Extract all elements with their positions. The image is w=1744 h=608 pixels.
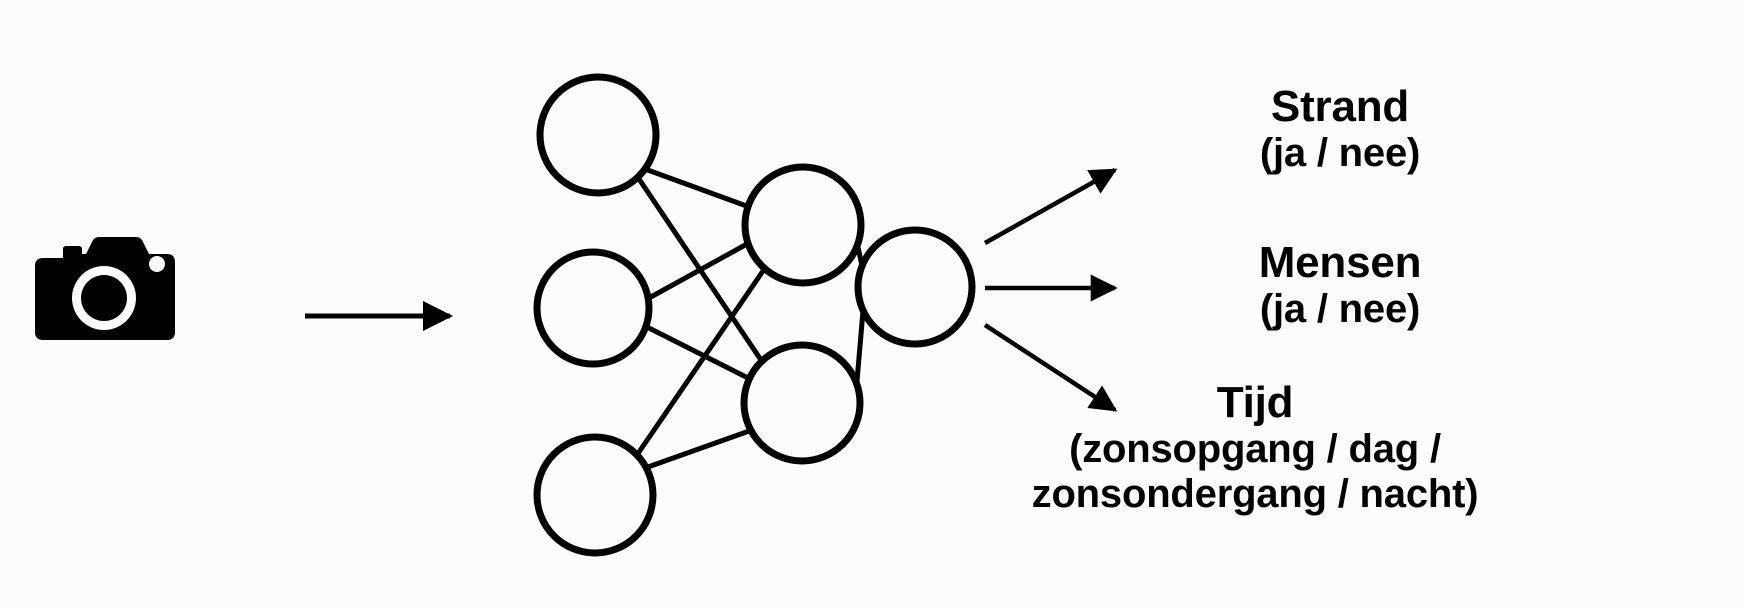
output-label-mensen-options: (ja / nee) (1259, 287, 1421, 332)
output-arrow-strand (983, 168, 1118, 245)
hidden-node-1[interactable] (741, 163, 865, 287)
camera-icon (35, 237, 175, 340)
output-label-strand: Strand (ja / nee) (1150, 82, 1530, 176)
output-arrows (983, 168, 1118, 412)
output-label-strand-options: (ja / nee) (1259, 131, 1421, 176)
output-arrow-tijd (983, 323, 1118, 412)
output-label-strand-title: Strand (1270, 82, 1410, 131)
input-layer (533, 73, 660, 557)
hidden-node-2[interactable] (740, 341, 864, 465)
output-label-tijd-options-line1: (zonsopgang / dag / (1069, 427, 1441, 472)
output-node-1[interactable] (854, 226, 976, 348)
output-label-tijd-title: Tijd (1216, 378, 1294, 427)
input-node-3[interactable] (533, 433, 657, 557)
edge-in1-h1 (642, 166, 755, 211)
output-label-mensen-title: Mensen (1258, 238, 1422, 287)
input-node-2[interactable] (533, 248, 653, 368)
edge-in3-h2 (645, 427, 755, 470)
edge-in2-h2 (644, 324, 751, 381)
edge-in3-h1 (634, 265, 768, 458)
edge-h2-out (854, 308, 866, 384)
edge-in2-h1 (646, 241, 750, 301)
hidden-layer (740, 163, 865, 465)
output-layer (854, 226, 976, 348)
output-label-mensen: Mensen (ja / nee) (1150, 238, 1530, 332)
output-label-tijd: Tijd (zonsopgang / dag / zonsondergang /… (905, 378, 1605, 517)
output-label-tijd-options-line2: zonsondergang / nacht) (1031, 472, 1479, 517)
input-node-1[interactable] (536, 73, 660, 197)
